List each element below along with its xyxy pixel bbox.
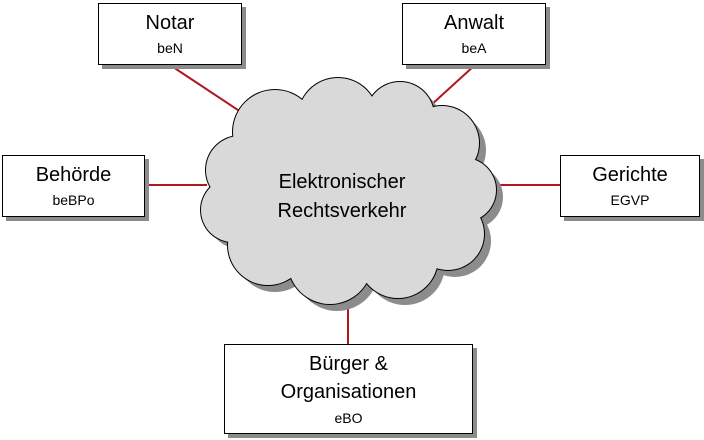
- node-anwalt-title: Anwalt: [443, 12, 505, 34]
- connector-anwalt: [429, 64, 476, 107]
- node-notar: Notar beN: [98, 3, 242, 65]
- cloud-label-line1: Elektronischer: [278, 171, 406, 193]
- node-anwalt-sub: beA: [461, 40, 487, 56]
- node-buerger-title-line1: Bürger &: [309, 353, 388, 375]
- node-gerichte-title: Gerichte: [592, 164, 668, 186]
- node-notar-title: Notar: [145, 12, 195, 34]
- node-buerger: Bürger & Organisationen eBO: [224, 344, 473, 434]
- node-behoerde-sub: beBPo: [52, 192, 95, 208]
- node-notar-sub: beN: [157, 40, 183, 56]
- node-anwalt: Anwalt beA: [402, 3, 546, 65]
- cloud: [201, 78, 496, 304]
- node-behoerde: Behörde beBPo: [2, 155, 145, 217]
- node-gerichte-sub: EGVP: [610, 192, 650, 208]
- cloud-label: Elektronischer Rechtsverkehr: [222, 168, 462, 226]
- node-buerger-title-line2: Organisationen: [280, 381, 417, 403]
- node-gerichte: Gerichte EGVP: [560, 155, 700, 217]
- node-buerger-sub: eBO: [334, 410, 363, 426]
- node-behoerde-title: Behörde: [35, 164, 112, 186]
- cloud-label-line2: Rechtsverkehr: [277, 200, 407, 222]
